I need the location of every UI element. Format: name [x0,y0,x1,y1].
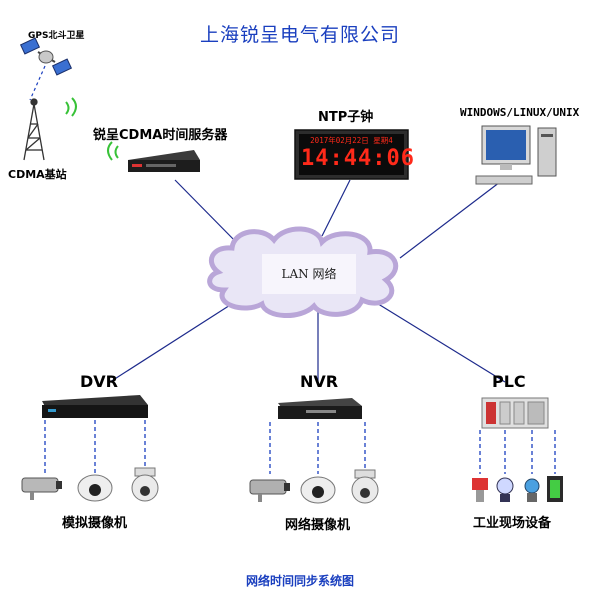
ntp-clock-time: 14:44:06 [301,146,415,171]
link-ntp-clock [321,179,351,237]
analog-camera-label: 模拟摄像机 [62,516,128,531]
analog-camera-speed-dome-icon [131,467,159,502]
network-camera-bullet-icon [249,479,290,502]
satellite-icon [19,37,73,76]
cdma-tower-icon [23,98,45,161]
cdma-station-label: CDMA基站 [8,168,67,181]
time-server-label: 锐呈CDMA时间服务器 [93,128,228,143]
satellite-signal [29,65,46,101]
nvr-label: NVR [300,372,339,391]
plc-icon [481,397,549,429]
workstation-icon [475,125,557,185]
industrial-meter-icon [547,476,563,502]
industrial-valve-icon [472,478,488,502]
analog-camera-bullet-icon [21,477,62,500]
ntp-clock-display [294,129,409,180]
analog-camera-dome-icon [77,474,113,502]
device-drop-lines [44,420,556,474]
network-camera-dome-icon [300,476,336,504]
link-dvr [109,299,239,383]
ntp-clock-label: NTP子钟 [318,110,374,125]
network-camera-speed-dome-icon [351,469,379,504]
network-camera-label: 网络摄像机 [285,518,351,533]
dvr-label: DVR [80,372,118,391]
lan-cloud [207,226,399,319]
industrial-gauge-icon [496,477,514,502]
wireless-signal-icon [65,97,119,161]
industrial-sensor-icon [524,478,540,502]
time-server-icon [128,150,200,172]
page-title: 上海锐呈电气有限公司 [199,24,400,46]
ntp-clock-date: 2017年02月22日 星期4 [310,136,393,145]
lan-network-label: LAN 网络 [281,267,337,281]
link-workstation [399,181,501,259]
lan-links [109,179,506,383]
os-label: WINDOWS/LINUX/UNIX [460,106,580,119]
industrial-equipment-label: 工业现场设备 [473,516,552,531]
diagram-caption: 网络时间同步系统图 [245,574,354,588]
gps-satellite-label: GPS北斗卫星 [28,31,85,41]
nvr-icon [278,398,362,419]
link-server [174,179,241,247]
plc-label: PLC [492,372,526,391]
link-plc [374,301,506,383]
dvr-icon [42,395,148,418]
